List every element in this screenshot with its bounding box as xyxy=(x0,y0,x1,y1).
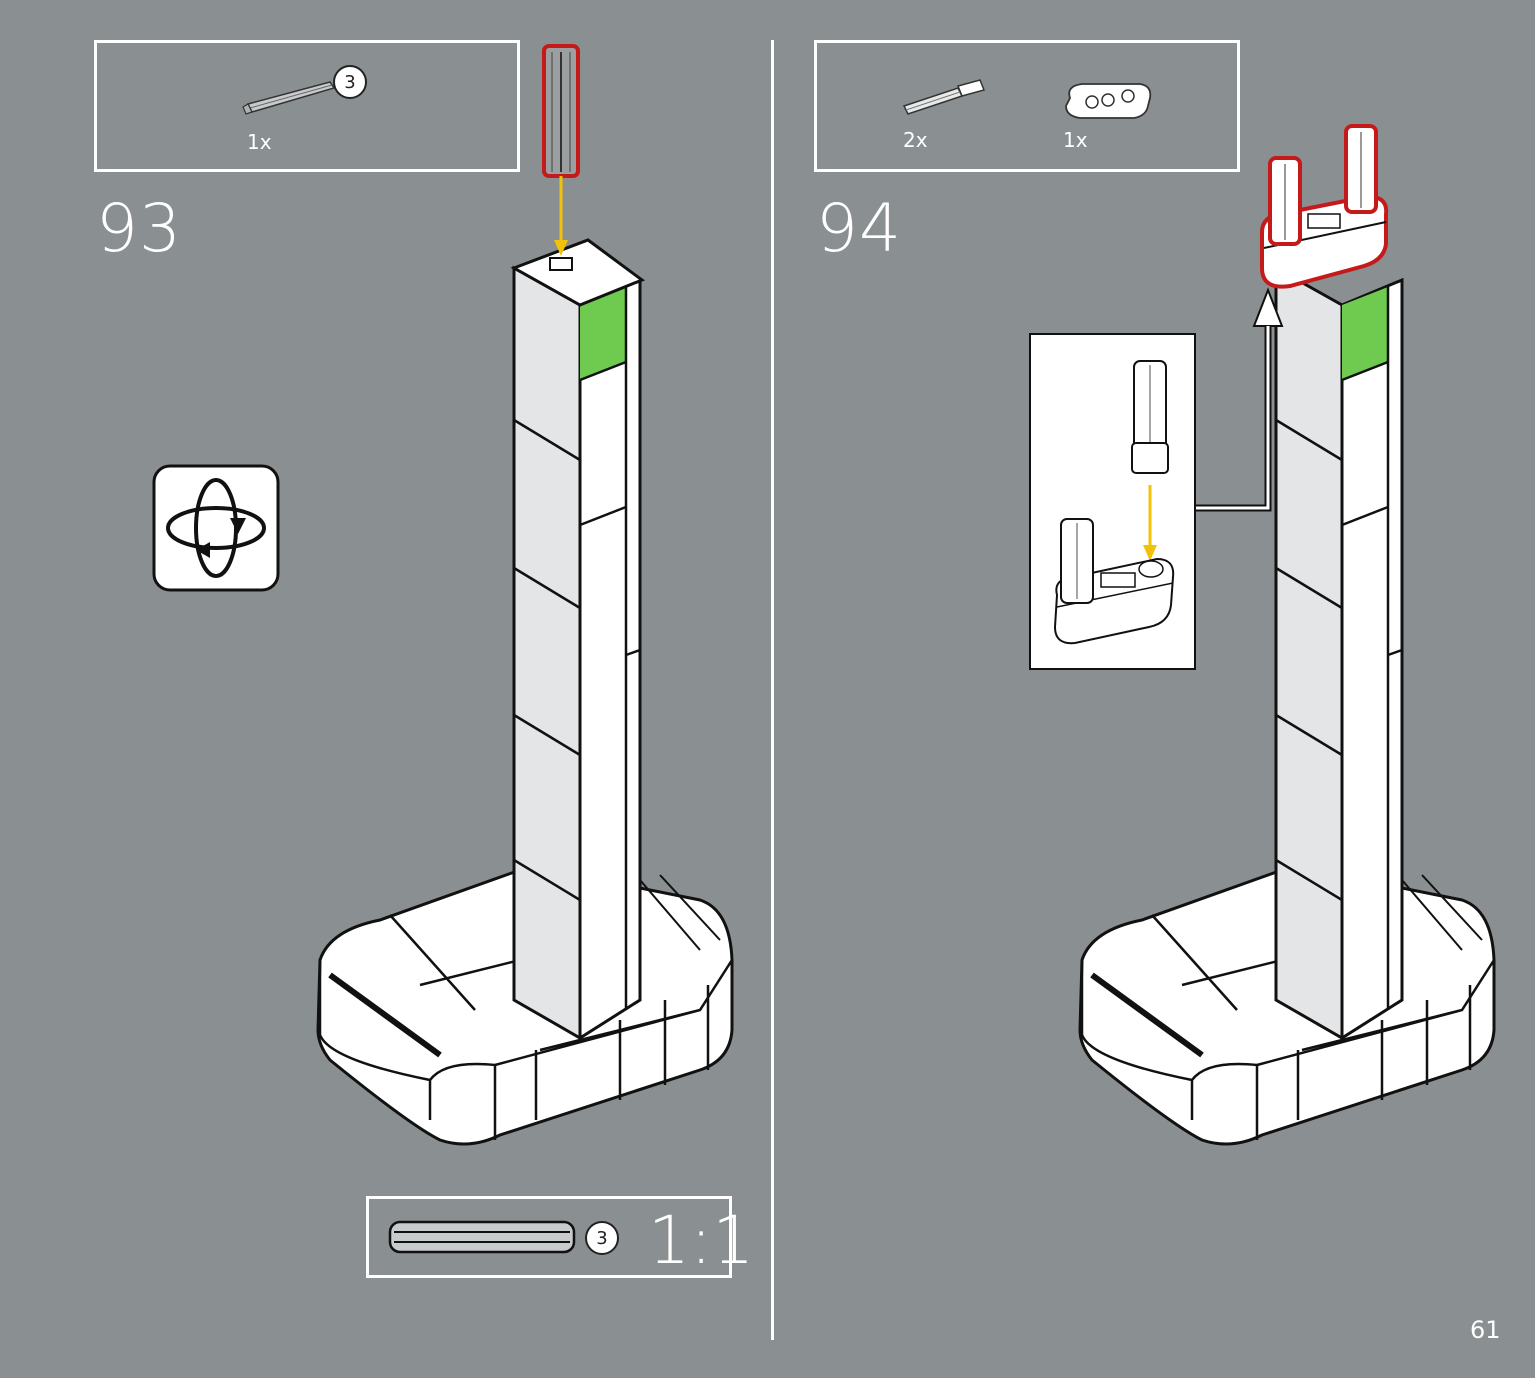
step-number-94: 94 xyxy=(816,190,902,267)
length-callout-label: 3 xyxy=(596,1228,607,1249)
axle-3-part-icon xyxy=(242,81,336,115)
build-model-step-94 xyxy=(1078,124,1496,1146)
rotate-model-icon xyxy=(152,464,280,592)
scale-label: 1:1 xyxy=(648,1202,755,1279)
part-quantity: 2x xyxy=(903,128,928,152)
build-model-step-93 xyxy=(316,44,734,1146)
parts-list-step-93 xyxy=(94,40,520,172)
step-number-93: 93 xyxy=(96,190,182,267)
scale-reference-box xyxy=(366,1196,732,1278)
page-divider xyxy=(771,40,774,1340)
parts-list-step-94 xyxy=(814,40,1240,172)
axle-pin-part-icon xyxy=(902,79,986,115)
liftarm-part-icon xyxy=(1065,83,1152,119)
length-callout-label: 3 xyxy=(344,72,355,93)
part-quantity: 1x xyxy=(247,130,272,154)
length-3-callout-icon: 3 xyxy=(333,65,367,99)
subassembly-detail xyxy=(1053,360,1175,645)
length-3-callout-icon: 3 xyxy=(585,1221,619,1255)
axle-3-actual-size-icon xyxy=(388,1220,576,1254)
part-quantity: 1x xyxy=(1063,128,1088,152)
page-number: 61 xyxy=(1470,1316,1501,1344)
